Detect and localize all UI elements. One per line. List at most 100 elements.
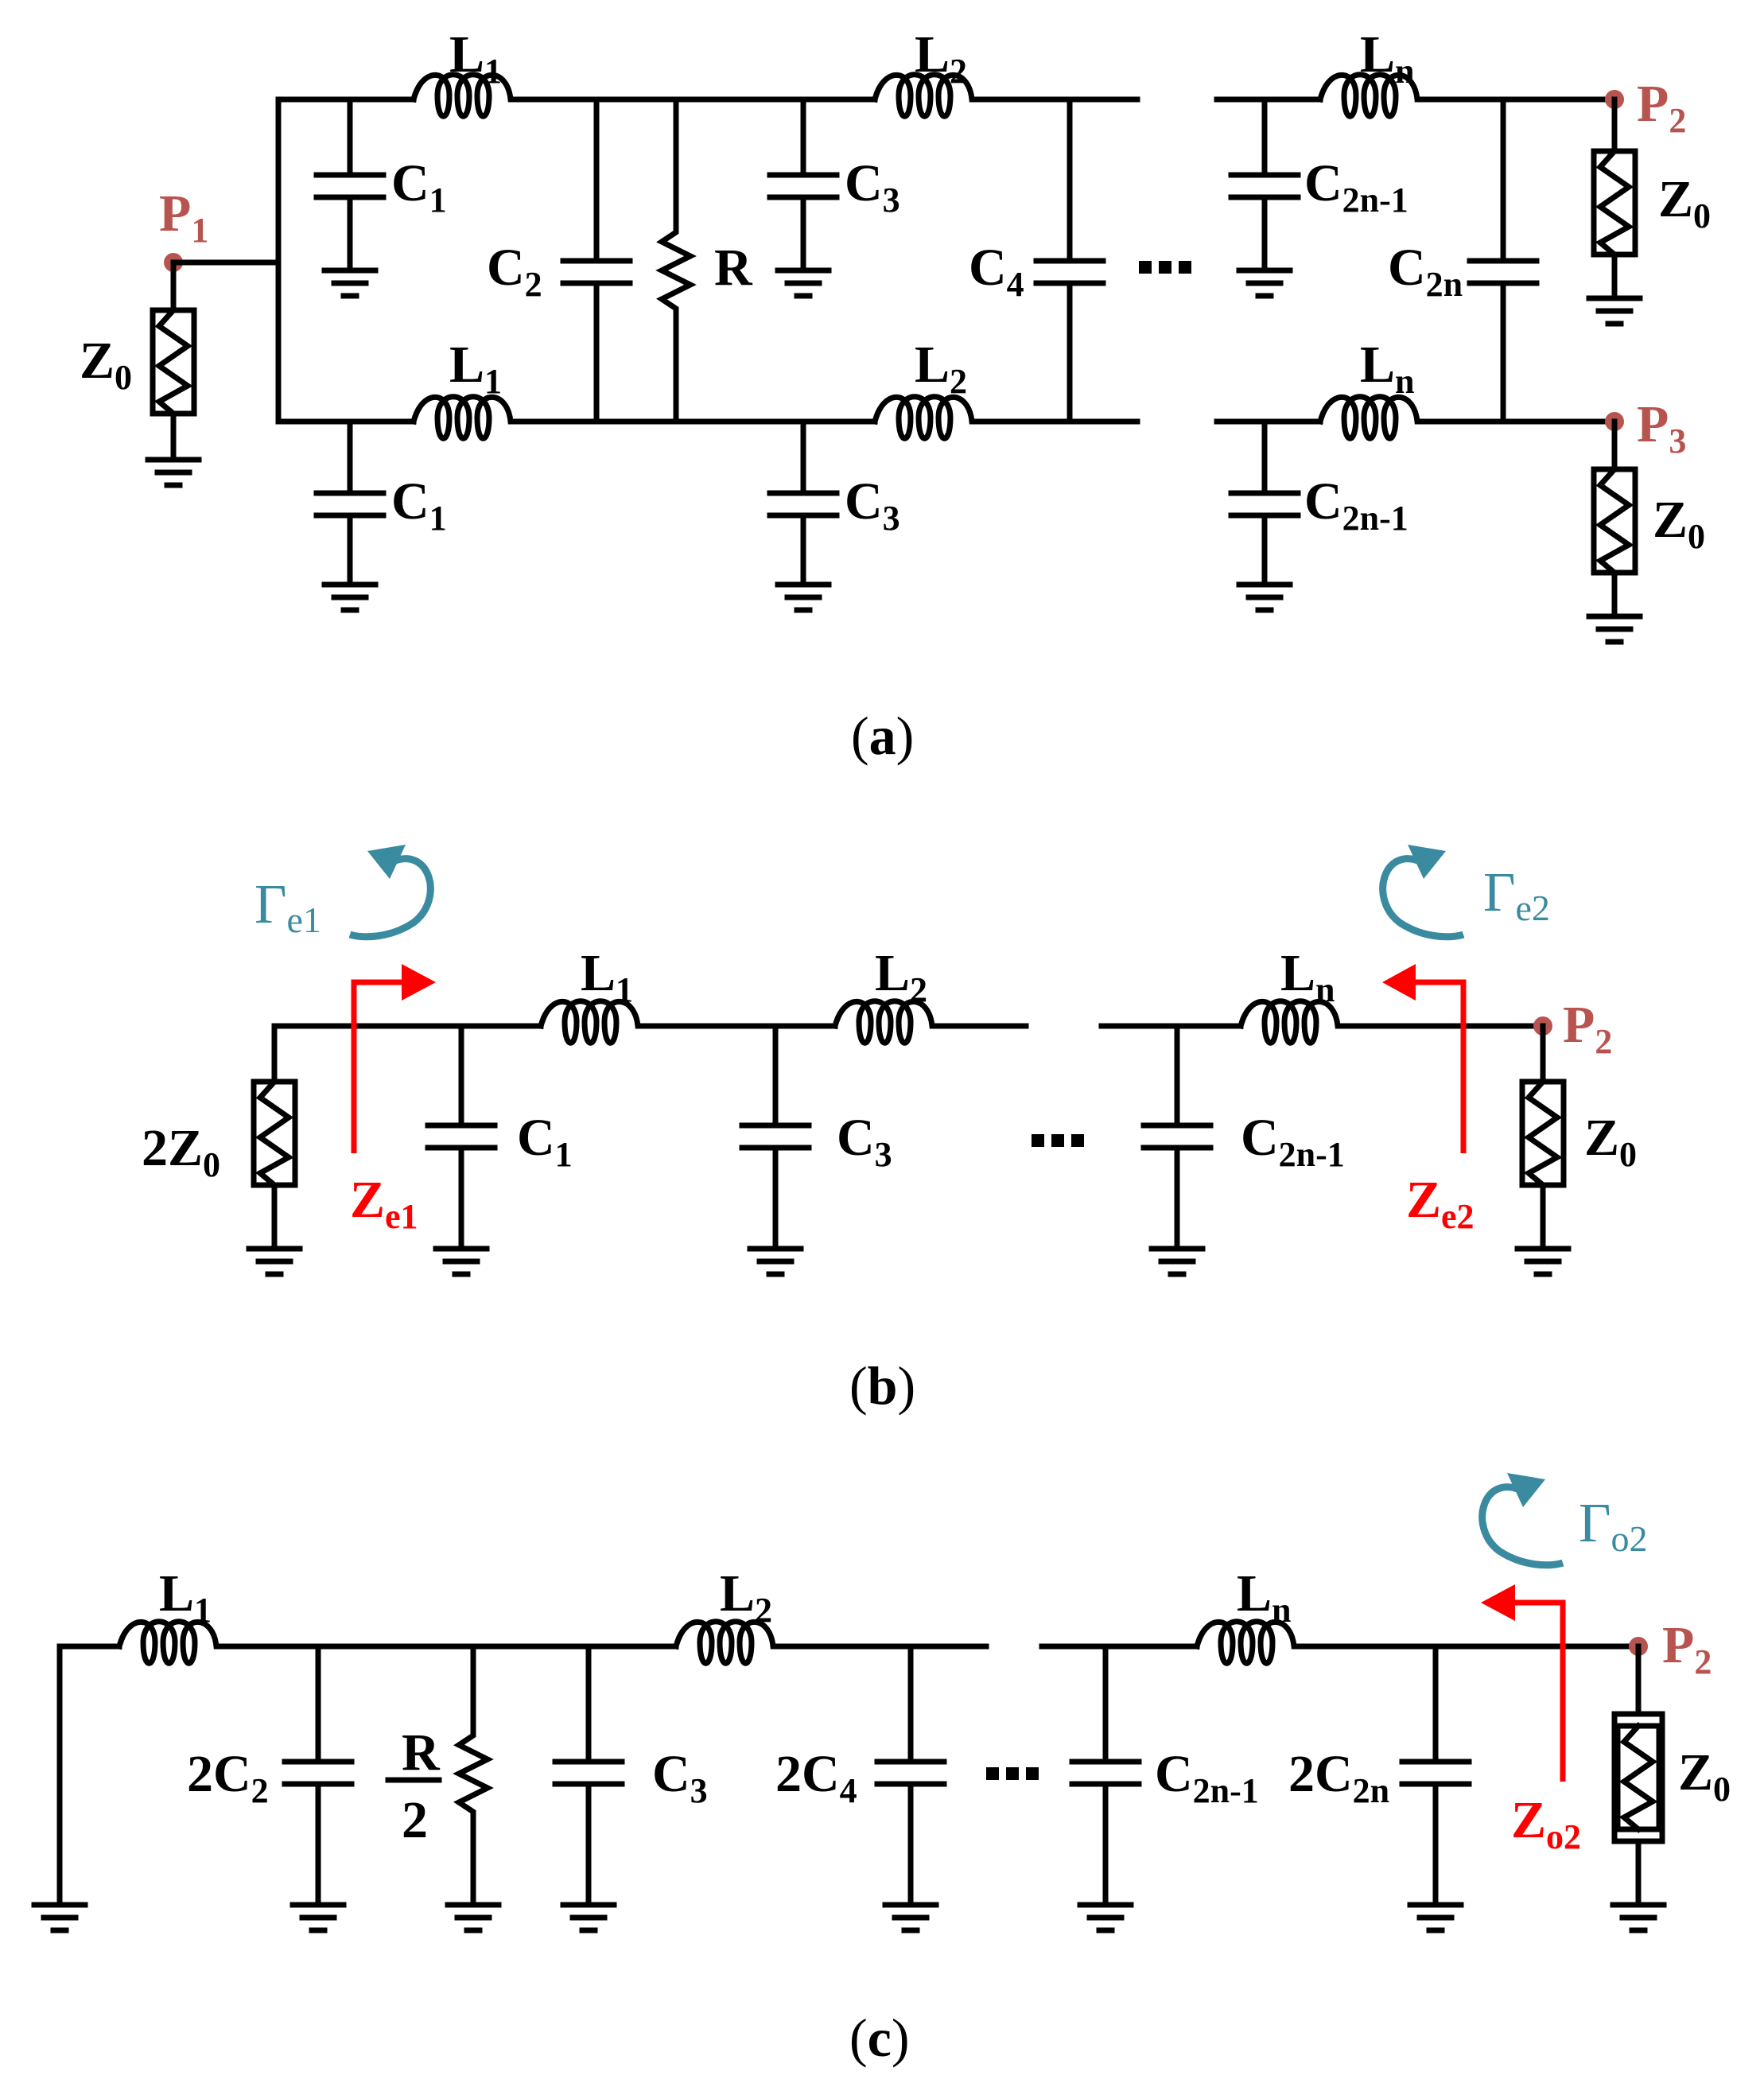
- inductor-label: L: [1360, 336, 1395, 394]
- svg-text:(c): (c): [849, 2007, 910, 2068]
- port-p2-label: P: [1563, 996, 1595, 1054]
- inductor-label: L: [449, 336, 484, 394]
- port-p2-label: P: [1637, 75, 1669, 133]
- inductor-label: L: [1237, 1564, 1272, 1623]
- capacitor-label: C: [652, 1745, 690, 1803]
- port-p2-label: P: [1662, 1616, 1694, 1674]
- inductor-label: L: [875, 944, 910, 1002]
- svg-text:C2n-1: C2n-1: [1304, 472, 1408, 538]
- svg-text:C3: C3: [837, 1109, 892, 1174]
- svg-text:2Z0: 2Z0: [142, 1119, 220, 1184]
- capacitor-label: C: [517, 1109, 555, 1167]
- svg-text:C2n-1: C2n-1: [1304, 154, 1408, 220]
- capacitor-label: C: [1388, 239, 1426, 297]
- panel-a-caption: a: [869, 705, 896, 766]
- capacitor-label: C: [391, 472, 429, 530]
- gamma-e2-label: Γ: [1483, 862, 1515, 923]
- svg-text:C1: C1: [391, 154, 447, 220]
- svg-text:C2n-1: C2n-1: [1155, 1745, 1259, 1810]
- capacitor-label: C: [1304, 472, 1342, 530]
- inductor-label: L: [1360, 25, 1395, 84]
- inductor-label: L: [915, 25, 950, 84]
- gamma-e1-label: Γ: [254, 874, 286, 935]
- inductor-label: L: [581, 944, 616, 1002]
- capacitor-label: C: [1304, 154, 1342, 212]
- svg-text:C1: C1: [391, 472, 447, 538]
- svg-text:(a): (a): [851, 705, 914, 766]
- inductor-label: L: [915, 336, 950, 394]
- svg-text:P2: P2: [1563, 996, 1612, 1061]
- capacitor-label: C: [837, 1109, 875, 1167]
- svg-text:C3: C3: [845, 154, 900, 220]
- svg-text:L1: L1: [449, 25, 502, 91]
- svg-text:C4: C4: [969, 239, 1024, 304]
- resistor-label: R: [714, 239, 753, 297]
- svg-text:Ze2: Ze2: [1406, 1171, 1475, 1236]
- inductor-label: L: [720, 1564, 755, 1623]
- capacitor-label: C: [391, 154, 429, 212]
- port-p1-label: P: [159, 185, 191, 243]
- svg-text:2C2: 2C2: [187, 1745, 269, 1810]
- svg-text:Z0: Z0: [1658, 170, 1711, 235]
- svg-text:Z0: Z0: [1584, 1109, 1637, 1174]
- capacitor-label: 2C: [1288, 1745, 1353, 1803]
- svg-text:P1: P1: [159, 185, 208, 250]
- svg-text:2C2n: 2C2n: [1288, 1745, 1389, 1810]
- svg-text:P3: P3: [1637, 395, 1686, 461]
- svg-text:L2: L2: [915, 336, 967, 401]
- panel-b-caption: b: [868, 1355, 898, 1416]
- svg-text:L1: L1: [581, 944, 633, 1009]
- svg-text:C1: C1: [517, 1109, 573, 1174]
- load-label: Z: [1584, 1109, 1619, 1167]
- inductor-label: L: [1280, 944, 1315, 1002]
- inductor-label: L: [159, 1564, 194, 1623]
- svg-text:Z0: Z0: [1678, 1743, 1731, 1809]
- svg-text:Γo2: Γo2: [1579, 1493, 1647, 1559]
- svg-text:L1: L1: [159, 1564, 212, 1630]
- capacitor-label: C: [969, 239, 1007, 297]
- panel-c: Γo2 Zo2 P2 L1 L2 Ln 2C2 C3 2C4 C2n-1 2C2…: [34, 1473, 1731, 2068]
- svg-text:Ln: Ln: [1360, 25, 1415, 91]
- load-label: Z: [1653, 491, 1688, 549]
- svg-text:Zo2: Zo2: [1511, 1791, 1581, 1856]
- svg-text:C2: C2: [487, 239, 542, 304]
- svg-text:Z0: Z0: [1653, 491, 1705, 556]
- svg-text:L1: L1: [449, 336, 502, 401]
- svg-text:Z0: Z0: [80, 332, 132, 397]
- svg-text:L2: L2: [915, 25, 967, 91]
- svg-text:C2n: C2n: [1388, 239, 1463, 304]
- capacitor-label: C: [845, 472, 883, 530]
- svg-text:Ln: Ln: [1280, 944, 1335, 1009]
- panel-b: Γe1 Γe2 Ze1 Ze2 P2 L1 L2 Ln C1 C3 C2n-1 …: [142, 845, 1637, 1416]
- svg-text:P2: P2: [1637, 75, 1686, 140]
- svg-text:2C4: 2C4: [775, 1745, 857, 1810]
- load-label: Z: [1678, 1743, 1713, 1801]
- capacitor-label: C: [1155, 1745, 1193, 1803]
- resistor-denominator: 2: [402, 1791, 428, 1849]
- capacitor-label: C: [845, 154, 883, 212]
- z-e2-label: Z: [1406, 1171, 1441, 1229]
- load-label: Z: [1658, 170, 1693, 228]
- svg-text:P2: P2: [1662, 1616, 1712, 1681]
- svg-text:C3: C3: [652, 1745, 708, 1810]
- capacitor-label: 2C: [775, 1745, 840, 1803]
- z-o2-label: Z: [1511, 1791, 1546, 1849]
- svg-text:Ze1: Ze1: [350, 1171, 418, 1236]
- capacitor-label: C: [1241, 1109, 1279, 1167]
- resistor-numerator: R: [402, 1724, 441, 1782]
- panel-a: P1 P2 P3 L1 L2 Ln L1 L2 Ln C1 C2 C3 C4 C…: [80, 25, 1711, 766]
- svg-text:L2: L2: [720, 1564, 772, 1630]
- svg-text:Ln: Ln: [1237, 1564, 1292, 1630]
- svg-text:(b): (b): [849, 1355, 915, 1416]
- inductor-label: L: [449, 25, 484, 84]
- svg-text:Ln: Ln: [1360, 336, 1415, 401]
- svg-text:C3: C3: [845, 472, 900, 538]
- svg-text:L2: L2: [875, 944, 927, 1009]
- panel-c-caption: c: [868, 2007, 892, 2068]
- svg-text:Γe1: Γe1: [254, 874, 321, 940]
- port-p3-label: P: [1637, 395, 1669, 453]
- source-load-label: 2Z: [142, 1119, 203, 1177]
- capacitor-label: C: [487, 239, 525, 297]
- svg-text:C2n-1: C2n-1: [1241, 1109, 1345, 1174]
